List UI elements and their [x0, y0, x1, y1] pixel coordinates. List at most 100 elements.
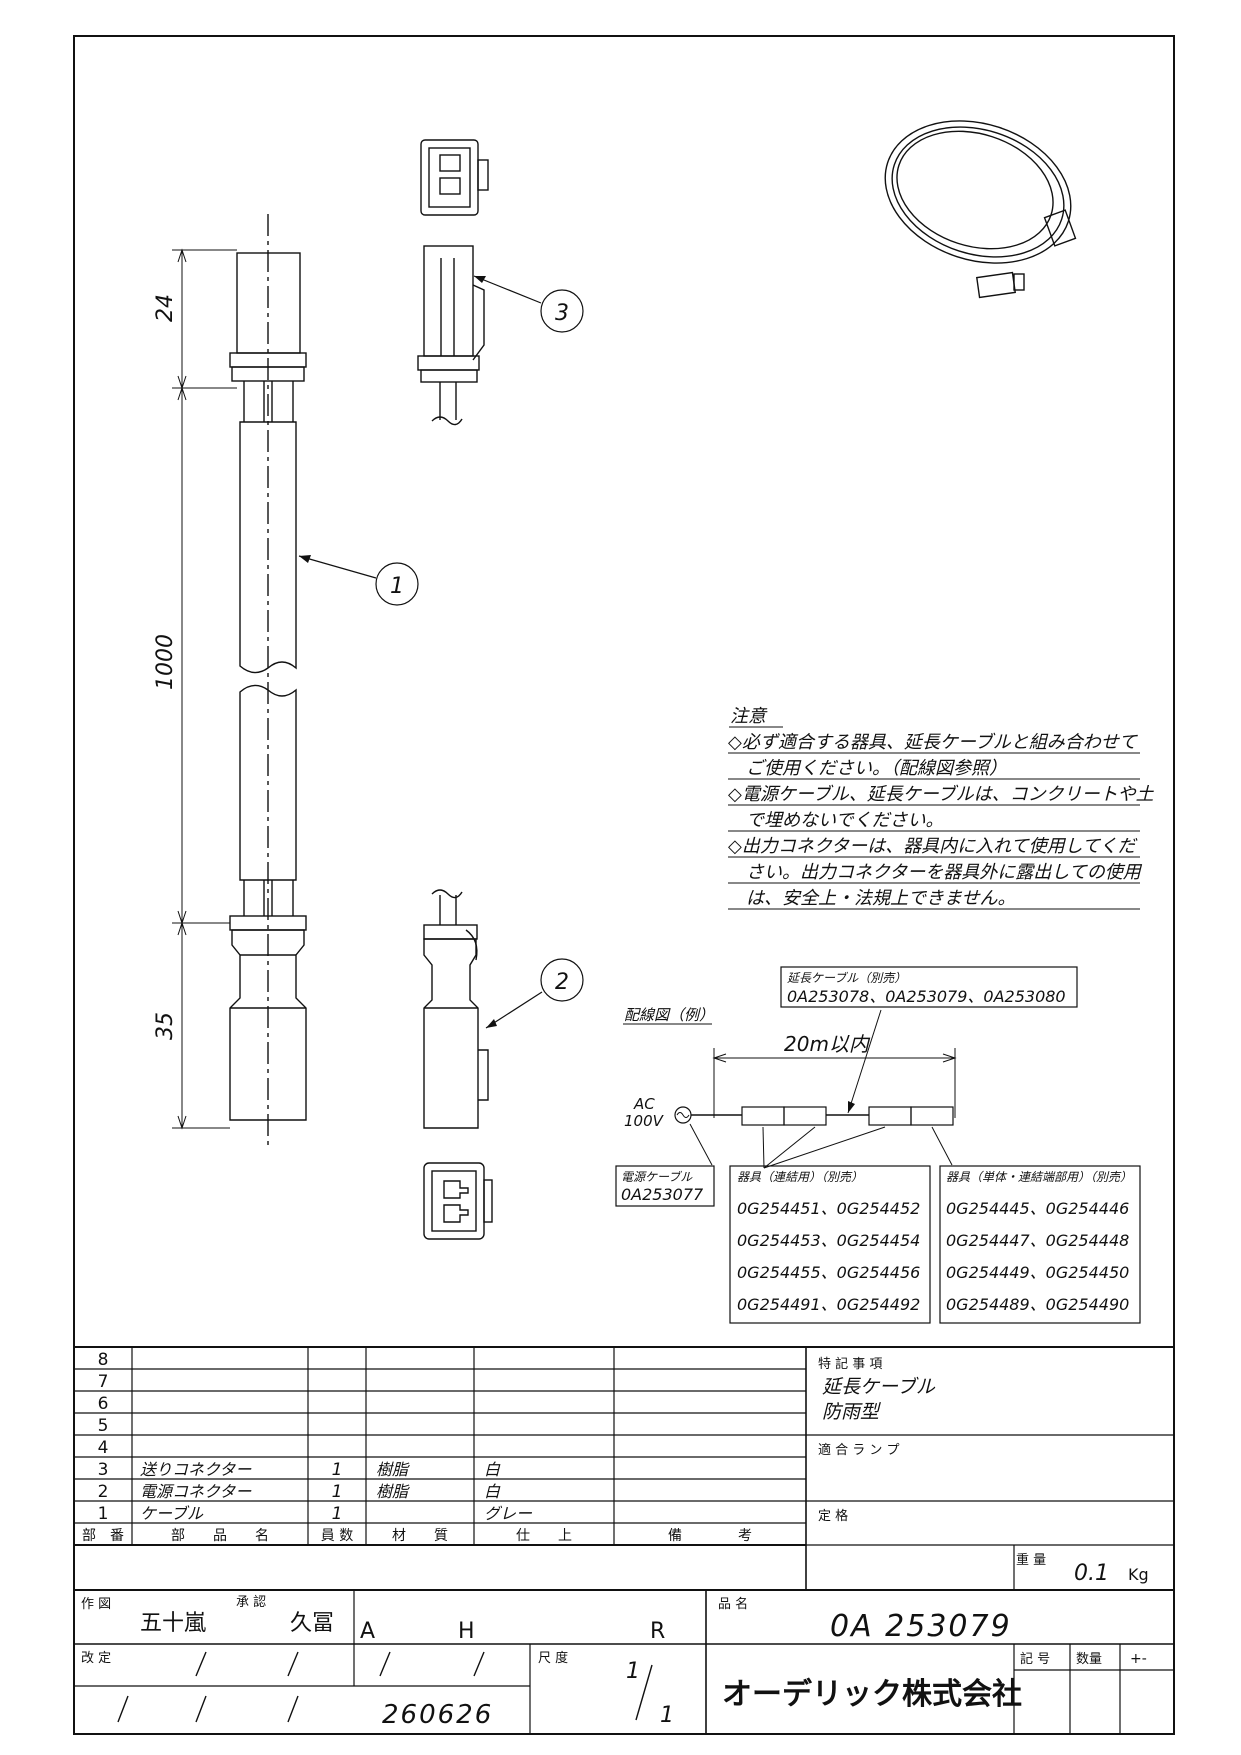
linked-model-4: 0G254491、0G254492 — [737, 1295, 920, 1314]
single-model-3: 0G254449、0G254450 — [946, 1263, 1129, 1282]
note-line-7: は、安全上・法規上できません。 — [746, 888, 1015, 909]
special-line-1: 延長ケーブル — [822, 1376, 936, 1398]
weight-label: 重 量 — [1016, 1552, 1046, 1568]
power-connector-views — [423, 889, 493, 1240]
grade-r: R — [650, 1619, 665, 1644]
note-line-3: ◇電源ケーブル、延長ケーブルは、コンクリートや土 — [728, 784, 1155, 805]
dimension-lines — [172, 248, 237, 1130]
single-model-1: 0G254445、0G254446 — [946, 1199, 1129, 1218]
callout-2-label: 2 — [555, 970, 569, 995]
coiled-cable-illustration — [884, 120, 1077, 299]
callout-2 — [485, 958, 584, 1029]
part-finish: 白 — [484, 1460, 501, 1479]
cable-lower — [239, 684, 297, 881]
dim-top: 24 — [153, 294, 178, 322]
special-line-2: 防雨型 — [822, 1401, 881, 1423]
linked-fixtures-label: 器具（連結用）（別売） — [737, 1170, 863, 1184]
ext-cable-label: 延長ケーブル（別売） — [787, 971, 906, 985]
title-block — [74, 1589, 1174, 1734]
header-remarks: 備 考 — [668, 1528, 752, 1544]
wiring-diagram: 配線図（例） 延長ケーブル（別売） 0A253078、0A253079、0A25… — [615, 966, 1141, 1324]
lamp-label: 適 合 ラ ン プ — [818, 1442, 900, 1458]
row-no: 1 — [98, 1504, 109, 1524]
row-no: 2 — [98, 1482, 109, 1502]
ac-label: AC — [633, 1095, 655, 1113]
single-model-2: 0G254447、0G254448 — [946, 1231, 1129, 1250]
parts-rows: 8 7 6 5 4 3 2 1 送りコネクター 電源コネクター ケーブル 1 1… — [82, 1350, 752, 1544]
revision-date: 260626 — [382, 1700, 493, 1730]
spec-block — [806, 1434, 1174, 1591]
part-name: ケーブル — [140, 1504, 204, 1523]
note-line-5: ◇出力コネクターは、器具内に入れて使用してくだ — [728, 836, 1138, 857]
callout-1-label: 1 — [390, 574, 404, 599]
single-fixtures-label: 器具（単体・連結端部用）（別売） — [946, 1170, 1132, 1184]
top-connector-flange-lower — [231, 366, 305, 382]
part-material: 樹脂 — [376, 1460, 410, 1479]
scale-denominator: 1 — [660, 1703, 674, 1728]
product-number: 0A 253079 — [830, 1609, 1012, 1644]
weight-unit: Kg — [1128, 1565, 1149, 1584]
power-cable-model: 0A253077 — [621, 1185, 704, 1204]
single-model-4: 0G254489、0G254490 — [946, 1295, 1129, 1314]
cable-side-view — [229, 214, 307, 1148]
linked-model-1: 0G254451、0G254452 — [737, 1199, 920, 1218]
part-name: 電源コネクター — [140, 1482, 252, 1501]
power-cable-label: 電源ケーブル — [621, 1170, 693, 1184]
note-line-2: ご使用ください。（配線図参照） — [746, 758, 1007, 779]
approved-label: 承 認 — [236, 1594, 266, 1610]
header-qty: 員 数 — [321, 1528, 353, 1544]
plus-minus-label: +- — [1130, 1651, 1147, 1667]
row-no: 6 — [98, 1394, 109, 1414]
sheet-border — [73, 35, 1175, 1735]
notes-title: 注意 — [730, 706, 768, 727]
wiring-title: 配線図（例） — [624, 1006, 714, 1024]
product-label: 品 名 — [718, 1596, 748, 1612]
dim-middle: 1000 — [153, 634, 178, 690]
caution-notes: 注意 ◇必ず適合する器具、延長ケーブルと組み合わせて ご使用ください。（配線図参… — [728, 706, 1155, 910]
part-finish: グレー — [484, 1504, 533, 1523]
company-name: オーデリック株式会社 — [722, 1677, 1022, 1712]
special-notes-label: 特 記 事 項 — [818, 1356, 882, 1372]
row-no: 7 — [98, 1372, 109, 1392]
row-no: 3 — [98, 1460, 109, 1480]
cable-upper — [239, 421, 297, 674]
approved-by: 久冨 — [290, 1611, 334, 1636]
rating-label: 定 格 — [818, 1508, 848, 1524]
scale-numerator: 1 — [626, 1659, 640, 1684]
count-label: 数量 — [1076, 1652, 1102, 1667]
callout-3 — [473, 275, 584, 333]
drawn-label: 作 図 — [81, 1597, 111, 1612]
revision-slashes — [117, 1651, 485, 1723]
note-line-6: さい。出力コネクターを器具外に露出しての使用 — [746, 862, 1143, 883]
header-name: 部 品 名 — [171, 1528, 269, 1544]
header-no: 部 番 — [82, 1528, 124, 1544]
symbol-label: 記 号 — [1020, 1651, 1050, 1667]
part-qty: 1 — [332, 1504, 343, 1524]
callout-1 — [298, 555, 419, 606]
note-line-4: で埋めないでください。 — [746, 810, 943, 831]
header-finish: 仕 上 — [516, 1528, 572, 1544]
part-material: 樹脂 — [376, 1482, 410, 1501]
grade-a: A — [360, 1619, 375, 1644]
send-connector-views — [417, 139, 489, 426]
parts-table — [74, 1346, 1174, 1590]
part-qty: 1 — [332, 1482, 343, 1502]
linked-model-3: 0G254455、0G254456 — [737, 1263, 920, 1282]
callout-3-label: 3 — [555, 301, 569, 326]
linked-model-2: 0G254453、0G254454 — [737, 1231, 920, 1250]
part-name: 送りコネクター — [140, 1460, 252, 1479]
drawn-by: 五十嵐 — [140, 1611, 206, 1636]
length-label: 20m以内 — [784, 1032, 871, 1056]
row-no: 5 — [98, 1416, 109, 1436]
row-no: 4 — [98, 1438, 109, 1458]
note-line-1: ◇必ず適合する器具、延長ケーブルと組み合わせて — [728, 732, 1139, 753]
part-finish: 白 — [484, 1482, 501, 1501]
header-material: 材 質 — [392, 1528, 448, 1544]
part-qty: 1 — [332, 1460, 343, 1480]
revision-label: 改 定 — [81, 1651, 111, 1666]
ext-cable-models: 0A253078、0A253079、0A253080 — [787, 987, 1066, 1006]
dim-bottom: 35 — [153, 1012, 178, 1040]
scale-label: 尺 度 — [538, 1650, 568, 1666]
grade-h: H — [458, 1619, 475, 1644]
